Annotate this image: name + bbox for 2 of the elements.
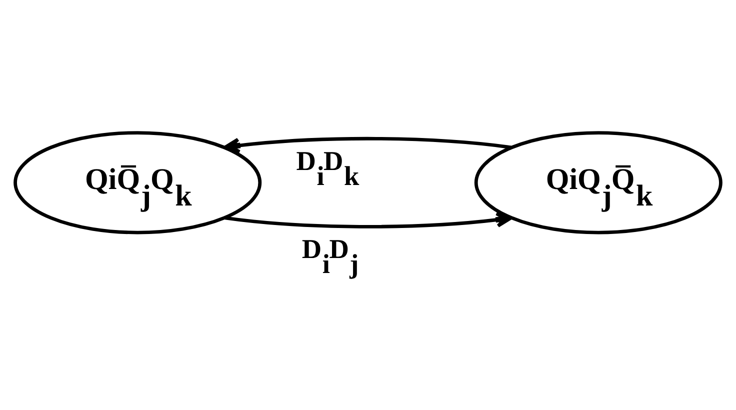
arrow: [223, 136, 512, 153]
arrow: [224, 211, 513, 228]
